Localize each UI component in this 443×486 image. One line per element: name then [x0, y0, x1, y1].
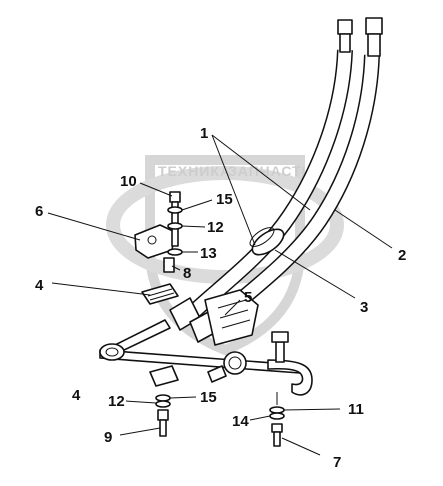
bolt-7-shank: [273, 431, 281, 447]
bolt-8: [163, 257, 175, 273]
leader-2: [334, 209, 393, 249]
clamp-4-upper-assembly: [141, 283, 179, 305]
washer-12-upper: [167, 222, 183, 230]
callout-7: 7: [333, 454, 341, 471]
leader-10: [139, 182, 173, 197]
callout-4-lower: 4: [72, 387, 81, 404]
callout-13: 13: [200, 245, 217, 262]
tube-frame: [99, 319, 313, 396]
right-lower-hardware: [269, 392, 285, 447]
hose-ferrule-left: [339, 33, 351, 53]
bolt-9-head: [157, 409, 169, 421]
clamp-4-lower: [149, 365, 179, 387]
watermark-text-right: ЗАПЧАСТИ: [228, 163, 313, 179]
left-end-fitting: [99, 343, 125, 361]
leader-6: [47, 212, 141, 241]
small-clip: [207, 365, 227, 383]
round-clip: [223, 351, 247, 375]
bracket-5: [204, 289, 259, 346]
leader-4a: [51, 282, 151, 296]
callout-3: 3: [360, 299, 368, 316]
watermark-text-left: ТЕХНИКА: [158, 163, 231, 179]
leader-15b: [169, 396, 197, 399]
washer-15-lower: [155, 394, 171, 402]
callout-11: 11: [348, 401, 364, 418]
leader-7: [281, 437, 321, 456]
clamp-4-lower-assembly: [149, 365, 179, 437]
hose-ferrule-right: [367, 33, 381, 57]
callout-6: 6: [35, 203, 43, 220]
leader-14: [249, 415, 271, 421]
hose-nut-right: [365, 17, 383, 35]
right-stud-head: [271, 331, 289, 343]
leader-3: [274, 249, 356, 299]
leader-lines: [47, 134, 393, 456]
callout-labels: 1 2 3 4 4 5 6 7 8 9 10 11 12 12 13 14 15…: [35, 125, 406, 471]
diagonal-tube: [114, 319, 171, 353]
callout-14: 14: [232, 413, 249, 430]
callout-5: 5: [244, 289, 252, 306]
callout-9: 9: [104, 429, 112, 446]
callout-2: 2: [398, 247, 406, 264]
washer-15-upper: [167, 206, 183, 214]
bolt-10-head: [169, 191, 181, 203]
leader-12b: [125, 400, 157, 404]
leader-5: [224, 299, 241, 316]
leader-8: [171, 265, 181, 271]
leader-15a: [181, 199, 213, 211]
leader-11: [283, 408, 341, 411]
clamp-6-assembly: [134, 191, 183, 273]
clamp-4-upper: [141, 283, 179, 305]
callout-15-upper: 15: [216, 191, 233, 208]
hose-nut-left: [337, 19, 353, 35]
callout-10: 10: [120, 173, 137, 190]
callout-15-lower: 15: [200, 389, 217, 406]
washer-14: [269, 412, 285, 420]
nut-13: [167, 248, 183, 256]
callout-4-upper: 4: [35, 277, 44, 294]
leader-12a: [181, 225, 206, 228]
callout-8: 8: [183, 265, 191, 282]
bolt-7-head: [271, 423, 283, 433]
callout-1: 1: [200, 125, 208, 142]
bracket-assembly: [204, 289, 259, 346]
callout-12-lower: 12: [108, 393, 125, 410]
washer-12-lower: [155, 400, 171, 408]
callout-12-upper: 12: [207, 219, 224, 236]
bolt-9-shank: [159, 419, 167, 437]
washer-11: [269, 406, 285, 414]
right-elbow-pipe: [267, 359, 313, 396]
hose-clamp-band: [251, 228, 285, 256]
leader-9: [119, 427, 161, 436]
right-stud: [275, 341, 285, 363]
leader-1: [211, 134, 311, 211]
